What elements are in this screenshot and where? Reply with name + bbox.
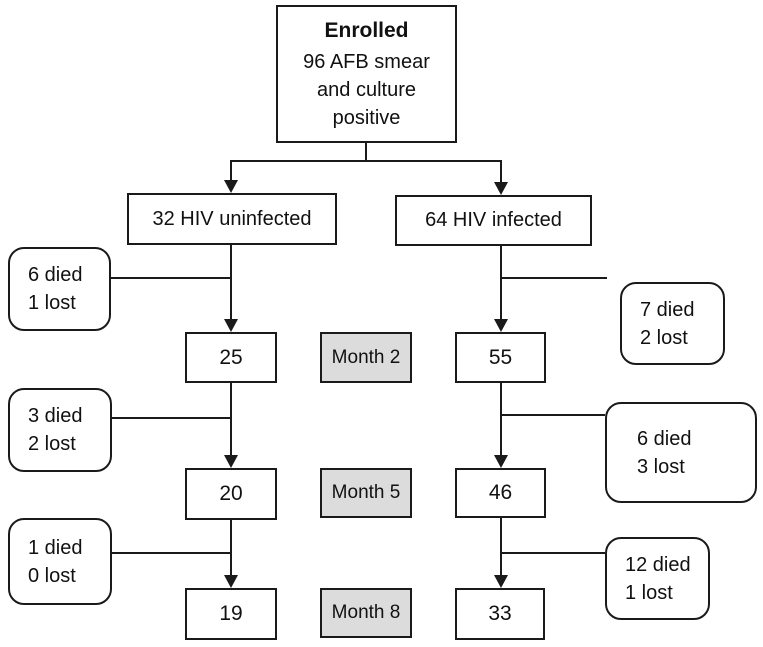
arrow-down-icon (224, 575, 238, 588)
arrow-down-icon (494, 455, 508, 468)
connector-infected-month8 (500, 518, 502, 576)
branch-box-hiv-uninfected: 32 HIV uninfected (127, 193, 337, 245)
count-box-uninfected-month2: 25 (185, 332, 277, 383)
count-value: 46 (488, 481, 513, 504)
enrolled-box: Enrolled 96 AFB smear and culture positi… (276, 5, 457, 143)
connector-uninfected-month5 (230, 383, 232, 457)
arrow-down-icon (494, 319, 508, 332)
enrolled-line-1: 96 AFB smear (303, 50, 430, 73)
connector-to-uninfected (230, 160, 232, 182)
count-value: 19 (219, 602, 243, 625)
attrition-box-infected-1: 7 died 2 lost (620, 282, 725, 365)
attrition-box-infected-2: 6 died 3 lost (605, 402, 757, 503)
attrition-box-uninfected-1: 6 died 1 lost (8, 247, 111, 331)
arrow-down-icon (224, 180, 238, 193)
month-label-box-1: Month 2 (320, 332, 412, 383)
connector-enrolled-stem (365, 143, 367, 161)
connector-attrition-left-3 (112, 552, 231, 554)
branch-box-hiv-infected: 64 HIV infected (395, 195, 592, 246)
count-value: 25 (219, 345, 243, 369)
connector-attrition-right-3 (501, 552, 605, 554)
attrition-lost: 2 lost (28, 433, 76, 455)
count-box-infected-month2: 55 (455, 332, 546, 383)
arrow-down-icon (224, 319, 238, 332)
attrition-lost: 2 lost (640, 326, 688, 349)
attrition-died: 1 died (28, 536, 83, 559)
count-value: 55 (488, 345, 513, 369)
attrition-box-uninfected-2: 3 died 2 lost (8, 388, 112, 472)
count-value: 33 (488, 602, 512, 625)
attrition-box-infected-3: 12 died 1 lost (605, 537, 710, 620)
connector-attrition-right-2 (501, 414, 605, 416)
count-value: 20 (219, 482, 243, 505)
enrolled-title: Enrolled (324, 18, 409, 42)
attrition-died: 3 died (28, 405, 83, 427)
connector-uninfected-month8 (230, 520, 232, 576)
attrition-lost: 0 lost (28, 564, 76, 587)
connector-attrition-right-1 (501, 277, 607, 279)
branch-label-infected: 64 HIV infected (425, 209, 562, 231)
count-box-uninfected-month5: 20 (185, 468, 277, 520)
month-label: Month 5 (331, 482, 401, 503)
connector-attrition-left-2 (112, 417, 231, 419)
attrition-died: 6 died (28, 264, 83, 286)
month-label-box-3: Month 8 (320, 588, 412, 638)
arrow-down-icon (494, 575, 508, 588)
connector-to-infected (500, 160, 502, 184)
attrition-died: 6 died (637, 427, 692, 450)
month-label-box-2: Month 5 (320, 468, 412, 518)
enrolled-line-3: positive (332, 106, 401, 129)
month-label: Month 2 (331, 346, 401, 368)
attrition-died: 7 died (640, 298, 695, 321)
arrow-down-icon (494, 182, 508, 195)
branch-label-uninfected: 32 HIV uninfected (152, 207, 312, 230)
attrition-lost: 3 lost (637, 455, 685, 478)
attrition-box-uninfected-3: 1 died 0 lost (8, 518, 112, 605)
connector-uninfected-month2 (230, 245, 232, 322)
count-box-infected-month5: 46 (455, 468, 546, 518)
attrition-lost: 1 lost (28, 292, 76, 314)
connector-branch-crossbar (230, 160, 502, 162)
connector-attrition-left-1 (110, 277, 231, 279)
count-box-infected-month8: 33 (455, 588, 545, 640)
month-label: Month 8 (331, 602, 401, 623)
attrition-died: 12 died (625, 553, 691, 576)
connector-infected-month5 (500, 383, 502, 457)
connector-infected-month2 (500, 246, 502, 322)
enrolled-line-2: and culture (317, 78, 416, 101)
count-box-uninfected-month8: 19 (185, 588, 277, 640)
arrow-down-icon (224, 455, 238, 468)
attrition-lost: 1 lost (625, 581, 673, 604)
